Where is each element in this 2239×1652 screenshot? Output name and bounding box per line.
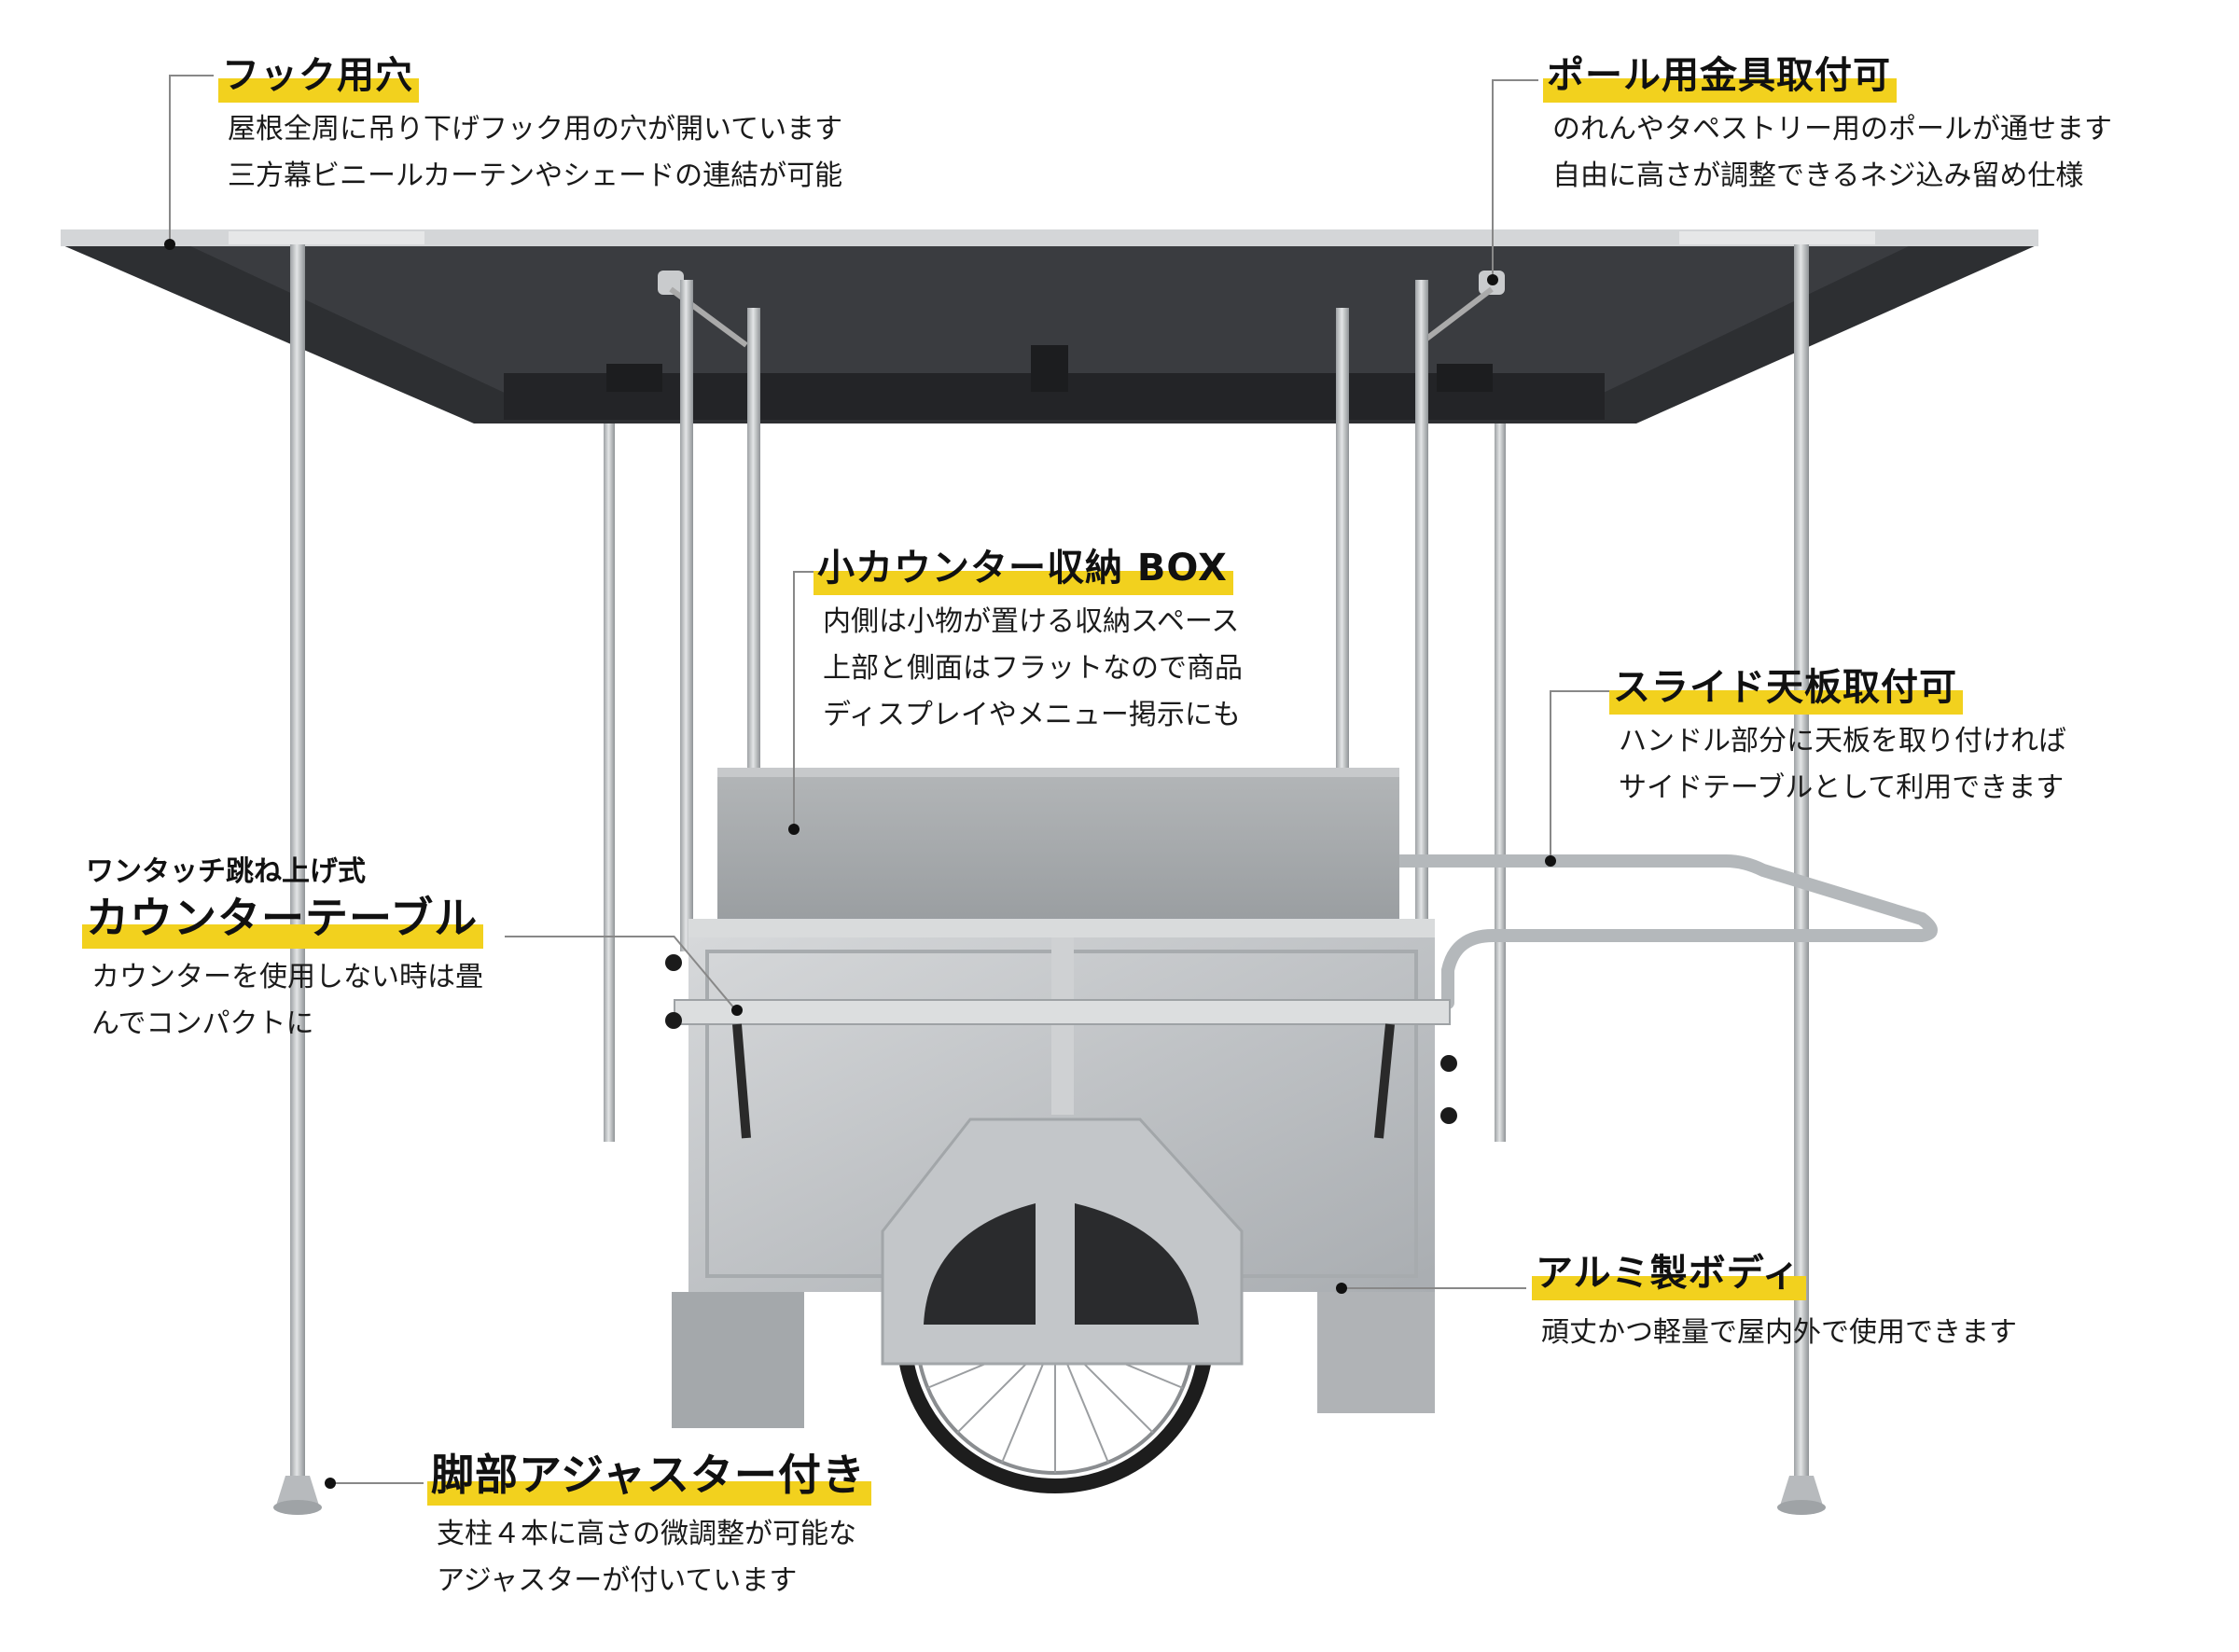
callout-slide-top: スライド天板取付可 ハンドル部分に天板を取り付ければ サイドテーブルとして利用で… <box>1609 664 2066 812</box>
leader-pole-h <box>1492 79 1538 81</box>
callout-line: カウンターを使用しない時は畳 <box>91 961 483 993</box>
callout-line: 頑丈かつ軽量で屋内外で使用できます <box>1541 1316 2017 1349</box>
leader-body-h <box>1342 1287 1526 1289</box>
callout-aluminum-body: アルミ製ボディ 頑丈かつ軽量で屋内外で使用できます <box>1532 1250 2017 1356</box>
storage-box <box>717 768 1399 922</box>
marker-body <box>1336 1283 1347 1294</box>
callout-line: 自由に高さが調整できるネジ込み留め仕様 <box>1552 160 2084 192</box>
callout-line: ハンドル部分に天板を取り付ければ <box>1619 725 2066 757</box>
handle-rail <box>1393 854 1938 1009</box>
callout-title: アルミ製ボディ <box>1532 1250 1806 1300</box>
callout-line: のれんやタペストリー用のポールが通せます <box>1552 113 2112 146</box>
callout-line: 支柱４本に高さの微調整が可能な <box>437 1518 856 1550</box>
leader-hook-h <box>169 75 214 76</box>
callout-title: 脚部アジャスター付き <box>427 1448 871 1506</box>
marker-counter <box>731 1005 743 1016</box>
callout-leg-adjusters: 脚部アジャスター付き 支柱４本に高さの微調整が可能な アジャスターが付いています <box>427 1448 871 1604</box>
leader-adjuster-h <box>330 1482 424 1484</box>
callout-line: サイドテーブルとして利用できます <box>1619 771 2065 804</box>
callout-title: ポール用金具取付可 <box>1543 52 1897 103</box>
marker-adjuster <box>325 1478 336 1489</box>
callout-pole-fittings: ポール用金具取付可 のれんやタペストリー用のポールが通せます 自由に高さが調整で… <box>1543 52 2112 200</box>
leader-pole-v <box>1492 79 1494 280</box>
front-pole-right <box>1794 244 1809 1476</box>
leader-hook-v <box>169 75 171 244</box>
callout-title: フック用穴 <box>218 52 419 103</box>
callout-counter-table: ワンタッチ跳ね上げ式 カウンターテーブル カウンターを使用しない時は畳 んでコン… <box>82 854 484 1048</box>
marker-slide <box>1545 855 1556 867</box>
roof <box>61 229 2038 423</box>
callout-hook-holes: フック用穴 屋根全周に吊り下げフック用の穴が開いています 三方幕ビニールカーテン… <box>218 52 842 200</box>
leader-counter-h <box>505 936 674 937</box>
marker-hook <box>164 239 175 250</box>
leader-box-h <box>793 571 814 573</box>
callout-line: 上部と側面はフラットなので商品 <box>823 652 1243 685</box>
marker-pole <box>1487 274 1498 285</box>
callout-line: 三方幕ビニールカーテンやシェードの連結が可能 <box>228 160 843 192</box>
counter-shelf <box>674 999 1451 1025</box>
callout-subtitle: ワンタッチ跳ね上げ式 <box>86 855 366 888</box>
callout-title: スライド天板取付可 <box>1609 664 1963 715</box>
back-pole-left <box>604 423 615 1142</box>
callout-line: ディスプレイやメニュー掲示にも <box>823 699 1241 731</box>
callout-line: んでコンパクトに <box>91 1007 314 1040</box>
callout-title: 小カウンター収納 BOX <box>814 545 1233 595</box>
back-pole-right <box>1495 423 1506 1142</box>
callout-storage-box: 小カウンター収納 BOX 内側は小物が置ける収納スペース 上部と側面はフラットな… <box>814 545 1243 739</box>
leader-slide-v <box>1550 690 1551 861</box>
callout-line: 屋根全周に吊り下げフック用の穴が開いています <box>228 113 843 146</box>
callout-line: アジャスターが付いています <box>437 1564 798 1597</box>
leader-box-v <box>793 571 795 829</box>
marker-box <box>788 824 800 835</box>
callout-title: カウンターテーブル <box>82 891 484 949</box>
front-pole-left <box>290 244 305 1476</box>
callout-line: 内側は小物が置ける収納スペース <box>823 605 1240 638</box>
leader-slide-h <box>1550 690 1609 692</box>
